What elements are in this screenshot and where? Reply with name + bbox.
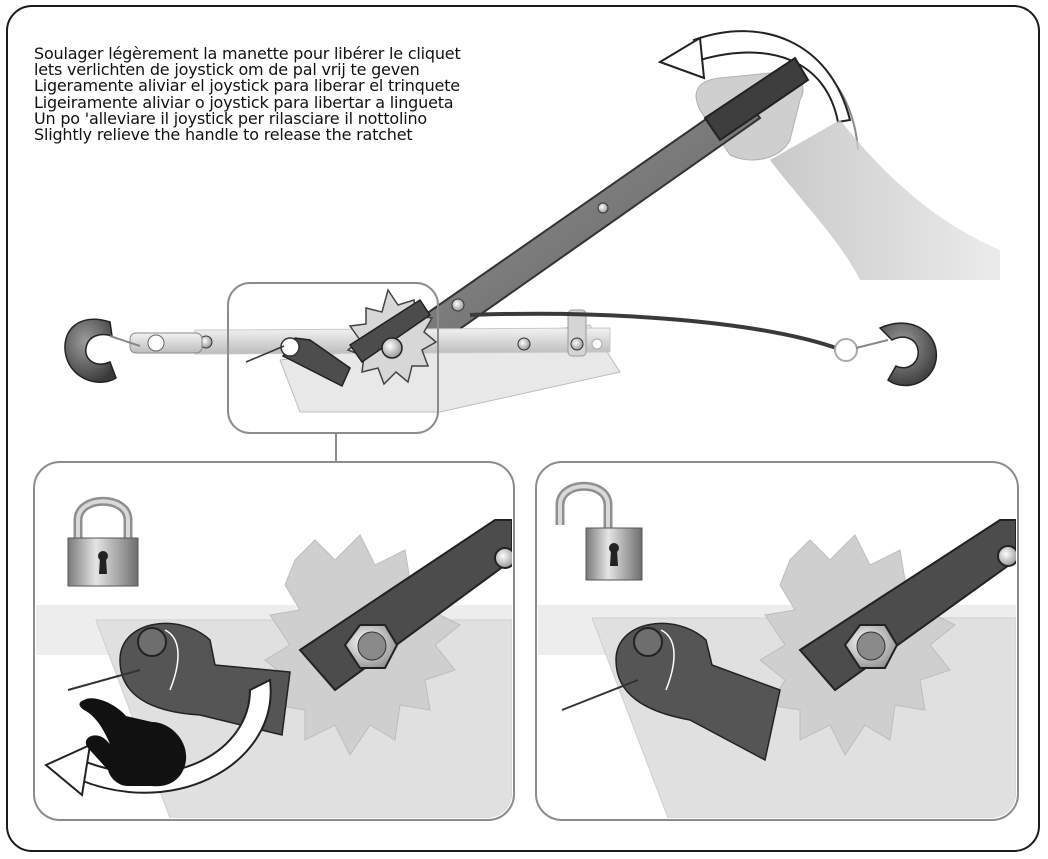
ratchet-pawl: [245, 337, 351, 388]
instruction-fr: Soulager légèrement la manette pour libé…: [34, 44, 461, 63]
zoom-callout-box: [227, 282, 439, 434]
padlock-open-icon: [555, 481, 643, 581]
instruction-es: Ligeramente aliviar el joystick para lib…: [34, 76, 460, 96]
padlock-closed-icon: [67, 496, 139, 587]
detail-panel-locked: [33, 461, 515, 821]
wire-cable: [469, 311, 843, 352]
rotate-counterclockwise-arrow-icon: [657, 30, 859, 151]
instruction-it: Un po 'alleviare il joystick per rilasci…: [34, 108, 428, 128]
right-hook: [834, 322, 937, 387]
ratchet-wheel: [346, 288, 438, 386]
instruction-pt: Ligeiramente aliviar o joystick para lib…: [34, 92, 454, 112]
left-hook: [64, 318, 203, 383]
pointing-hand-icon: [79, 698, 187, 787]
come-along-tool: [64, 30, 1000, 462]
detail-panel-unlocked: [535, 461, 1019, 821]
instruction-en: Slightly relieve the handle to release t…: [34, 125, 413, 145]
instruction-nl: lets verlichten de joystick om de pal vr…: [34, 60, 420, 80]
instruction-text-block: Soulager légèrement la manette pour libé…: [34, 44, 461, 145]
